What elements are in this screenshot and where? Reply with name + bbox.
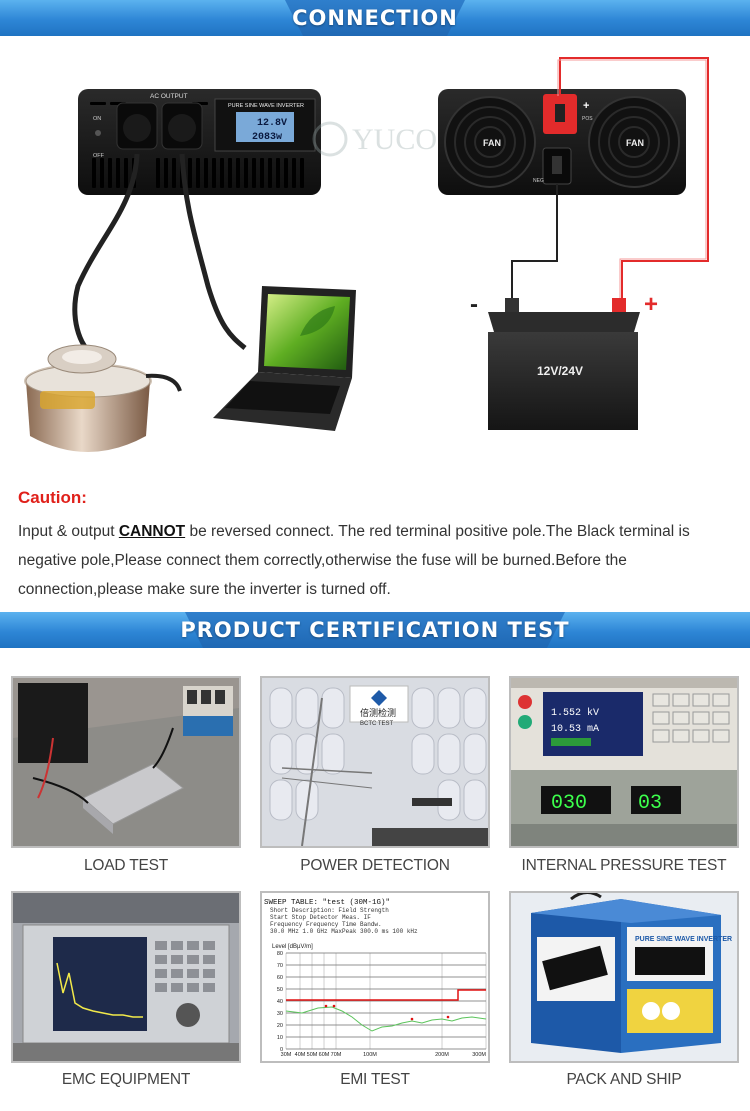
emi-col-headers2: Frequency Frequency Time Bandw. (270, 921, 382, 928)
lcd-display (236, 112, 294, 142)
emi-x-tick: 70M (331, 1052, 342, 1058)
ac-socket-icon (161, 102, 203, 150)
photo-internal-pressure-test: 1.552 kV 10.53 mA 030 03 (509, 676, 739, 848)
emi-measurement-line (285, 1006, 487, 1032)
photo-pack-and-ship: PURE SINE WAVE INVERTER (509, 891, 739, 1063)
ac-socket-icon (116, 102, 158, 150)
photo-power-detection: 倍测检测 BCTC TEST (260, 676, 490, 848)
emi-x-tick: 40M (295, 1052, 306, 1058)
caption-load-test: LOAD TEST (83, 857, 169, 874)
emi-chart-grid (285, 952, 487, 1050)
fan-icon (444, 96, 536, 188)
negative-cable (511, 184, 558, 308)
connection-diagram: AC OUTPUT ON OFF PURE SINE WAVE INVERTER… (24, 57, 709, 452)
battery-minus-sign: - (470, 291, 478, 318)
certification-badge-icon (642, 1002, 660, 1020)
photo-emc-equipment (11, 891, 241, 1063)
positive-cable (559, 57, 709, 308)
photo-emi-test: SWEEP TABLE: "test (30M-1G)" Short Descr… (260, 891, 490, 1063)
positive-terminal-icon (543, 94, 577, 134)
emi-x-tick: 200M (435, 1052, 449, 1058)
certification-banner: PRODUCT CERTIFICATION TEST (0, 612, 750, 648)
emi-y-tick: 60 (277, 975, 283, 981)
emi-y-ticks: 80 70 60 50 40 30 20 10 0 (277, 951, 283, 1053)
emi-y-tick: 80 (277, 951, 283, 957)
start-button-icon (518, 715, 532, 729)
stop-button-icon (518, 695, 532, 709)
emi-y-tick: 50 (277, 987, 283, 993)
emi-y-tick: 70 (277, 963, 283, 969)
caution-text-after: be reversed connect. The red terminal po… (18, 523, 690, 598)
svg-text:+: + (583, 100, 589, 112)
off-label: OFF (93, 153, 105, 159)
caption-pack-and-ship: PACK AND SHIP (566, 1071, 682, 1088)
caption-power-detection: POWER DETECTION (300, 857, 450, 874)
readout-current: 10.53 mA (551, 724, 599, 735)
box-label: PURE SINE WAVE INVERTER (635, 936, 732, 943)
connection-banner: CONNECTION (0, 0, 750, 36)
emi-x-tick: 100M (363, 1052, 377, 1058)
on-label: ON (93, 116, 101, 122)
inverter-panel-title: PURE SINE WAVE INVERTER (228, 103, 304, 109)
emi-x-tick: 60M (319, 1052, 330, 1058)
emi-y-tick: 10 (277, 1035, 283, 1041)
fan-icon (588, 96, 680, 188)
emi-limit-line (286, 989, 486, 1001)
laptop (213, 286, 356, 431)
knob-icon (176, 1003, 200, 1027)
ac-output-label: AC OUTPUT (150, 93, 188, 100)
battery-label: 12V/24V (537, 364, 583, 378)
certification-title: PRODUCT CERTIFICATION TEST (180, 618, 570, 642)
emi-y-tick: 30 (277, 1011, 283, 1017)
counter-right: 03 (638, 792, 662, 815)
emi-y-label: Level [dBµV/m] (272, 944, 313, 950)
counter-left: 030 (551, 792, 587, 815)
emi-col-headers: Start Stop Detector Meas. IF (270, 914, 371, 921)
caution-text: Input & output CANNOT be reversed connec… (18, 517, 738, 604)
bctc-sign-cn: 倍测检测 (360, 707, 396, 719)
battery-positive-post (612, 298, 626, 312)
battery-plus-sign: + (644, 291, 658, 318)
caption-emi-test: EMI TEST (340, 1071, 410, 1088)
certification-badge-icon (662, 1002, 680, 1020)
cooker-panel (40, 391, 95, 409)
bctc-sign-en: BCTC TEST (360, 721, 394, 727)
caption-emc-equipment: EMC EQUIPMENT (61, 1071, 191, 1088)
caution-title: Caution: (18, 488, 87, 507)
lcd-voltage: 12.8V (257, 118, 287, 129)
caption-internal-pressure-test: INTERNAL PRESSURE TEST (521, 857, 727, 874)
neg-label: NEG (533, 178, 544, 184)
bctc-logo-icon (371, 690, 387, 706)
caution-text-strong: CANNOT (118, 523, 186, 540)
readout-voltage: 1.552 kV (551, 707, 599, 719)
photo-load-test (11, 676, 241, 848)
watermark: YUCOO (312, 121, 459, 157)
caution-text-before: Input & output (18, 523, 119, 540)
cooker-cord (72, 153, 140, 359)
inverter-back: FAN FAN + POS NEG (438, 89, 686, 195)
laptop-cord (179, 153, 247, 350)
positive-cable-highlight (557, 59, 707, 308)
power-switch-icon (95, 130, 101, 136)
fan-left-label: FAN (483, 138, 501, 148)
emi-x-tick: 300M (472, 1052, 486, 1058)
battery-negative-post (505, 298, 519, 312)
emi-y-tick: 20 (277, 1023, 283, 1029)
negative-terminal-icon (542, 147, 572, 185)
emi-header-line: Short Description: Field Strength (270, 907, 389, 914)
battery: - + 12V/24V (470, 291, 658, 430)
emi-x-tick: 30M (281, 1052, 292, 1058)
rice-cooker (24, 344, 182, 452)
emi-y-tick: 0 (280, 1047, 283, 1053)
pos-label: POS (582, 116, 593, 122)
connection-title: CONNECTION (292, 6, 458, 30)
emi-x-tick: 50M (307, 1052, 318, 1058)
inverter-front: AC OUTPUT ON OFF PURE SINE WAVE INVERTER… (78, 89, 321, 195)
emi-y-tick: 40 (277, 999, 283, 1005)
emi-row: 30.0 MHz 1.0 GHz MaxPeak 300.0 ms 100 kH… (270, 928, 418, 935)
fan-right-label: FAN (626, 138, 644, 148)
emi-table-title: SWEEP TABLE: "test (30M-1G)" (264, 899, 390, 907)
lcd-power: 2083w (252, 132, 282, 143)
